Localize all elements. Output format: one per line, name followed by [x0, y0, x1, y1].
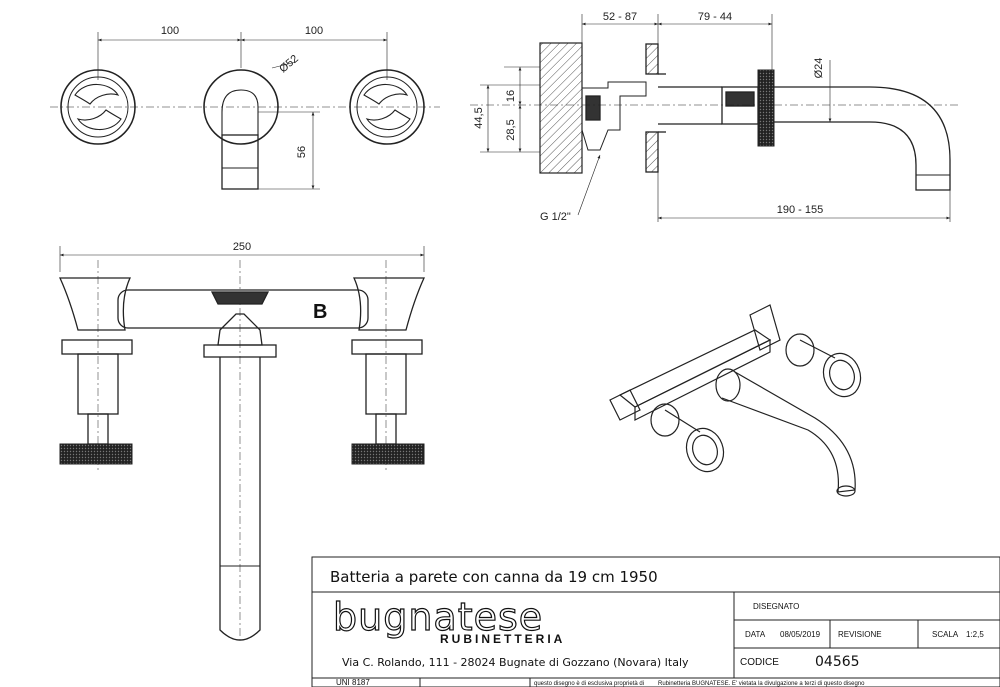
- dim-52-87: 52 - 87: [603, 11, 637, 23]
- dim-16: 16: [505, 90, 517, 102]
- side-view: [470, 14, 960, 222]
- spout-front: [203, 61, 297, 190]
- dim-top-left-100: 100: [161, 25, 179, 37]
- data-label: DATA: [745, 630, 766, 639]
- revisione-label: REVISIONE: [838, 630, 882, 639]
- dim-28-5: 28,5: [505, 119, 517, 140]
- company-address: Via C. Rolando, 111 - 28024 Bugnate di G…: [342, 656, 689, 669]
- dim-diameter-24: Ø24: [813, 58, 825, 79]
- drawing-title: Batteria a parete con canna da 19 cm 195…: [330, 568, 658, 586]
- dim-190-155: 190 - 155: [777, 204, 823, 216]
- title-block: [311, 556, 1000, 687]
- right-handle-front: [349, 69, 425, 145]
- isometric-view: [609, 304, 862, 497]
- dim-diameter-52: Ø52: [277, 53, 301, 76]
- section-label-b: B: [313, 301, 327, 323]
- top-view: [58, 246, 426, 641]
- company-logo-sub: RUBINETTERIA: [440, 632, 565, 646]
- disegnato-label: DISEGNATO: [753, 602, 799, 611]
- thread-label: G 1/2": [540, 211, 571, 223]
- dim-44-5: 44,5: [473, 107, 485, 128]
- company-logo: bugnatese: [333, 595, 543, 639]
- dim-79-44: 79 - 44: [698, 11, 732, 23]
- codice-value: 04565: [815, 654, 860, 670]
- data-value: 08/05/2019: [780, 630, 821, 639]
- dim-top-right-100: 100: [305, 25, 323, 37]
- front-view: [50, 32, 440, 190]
- scala-value: 1:2,5: [966, 630, 984, 639]
- left-handle-front: [60, 69, 136, 145]
- codice-label: CODICE: [740, 657, 779, 668]
- uni-standard: UNI 8187: [336, 678, 370, 687]
- scala-label: SCALA: [932, 630, 959, 639]
- dim-56: 56: [296, 146, 308, 158]
- dim-250: 250: [233, 241, 251, 253]
- disclaimer-right: Rubinetteria BUGNATESE. E' vietata la di…: [658, 681, 865, 687]
- disclaimer-left: questo disegno è di esclusiva proprietà …: [534, 681, 644, 687]
